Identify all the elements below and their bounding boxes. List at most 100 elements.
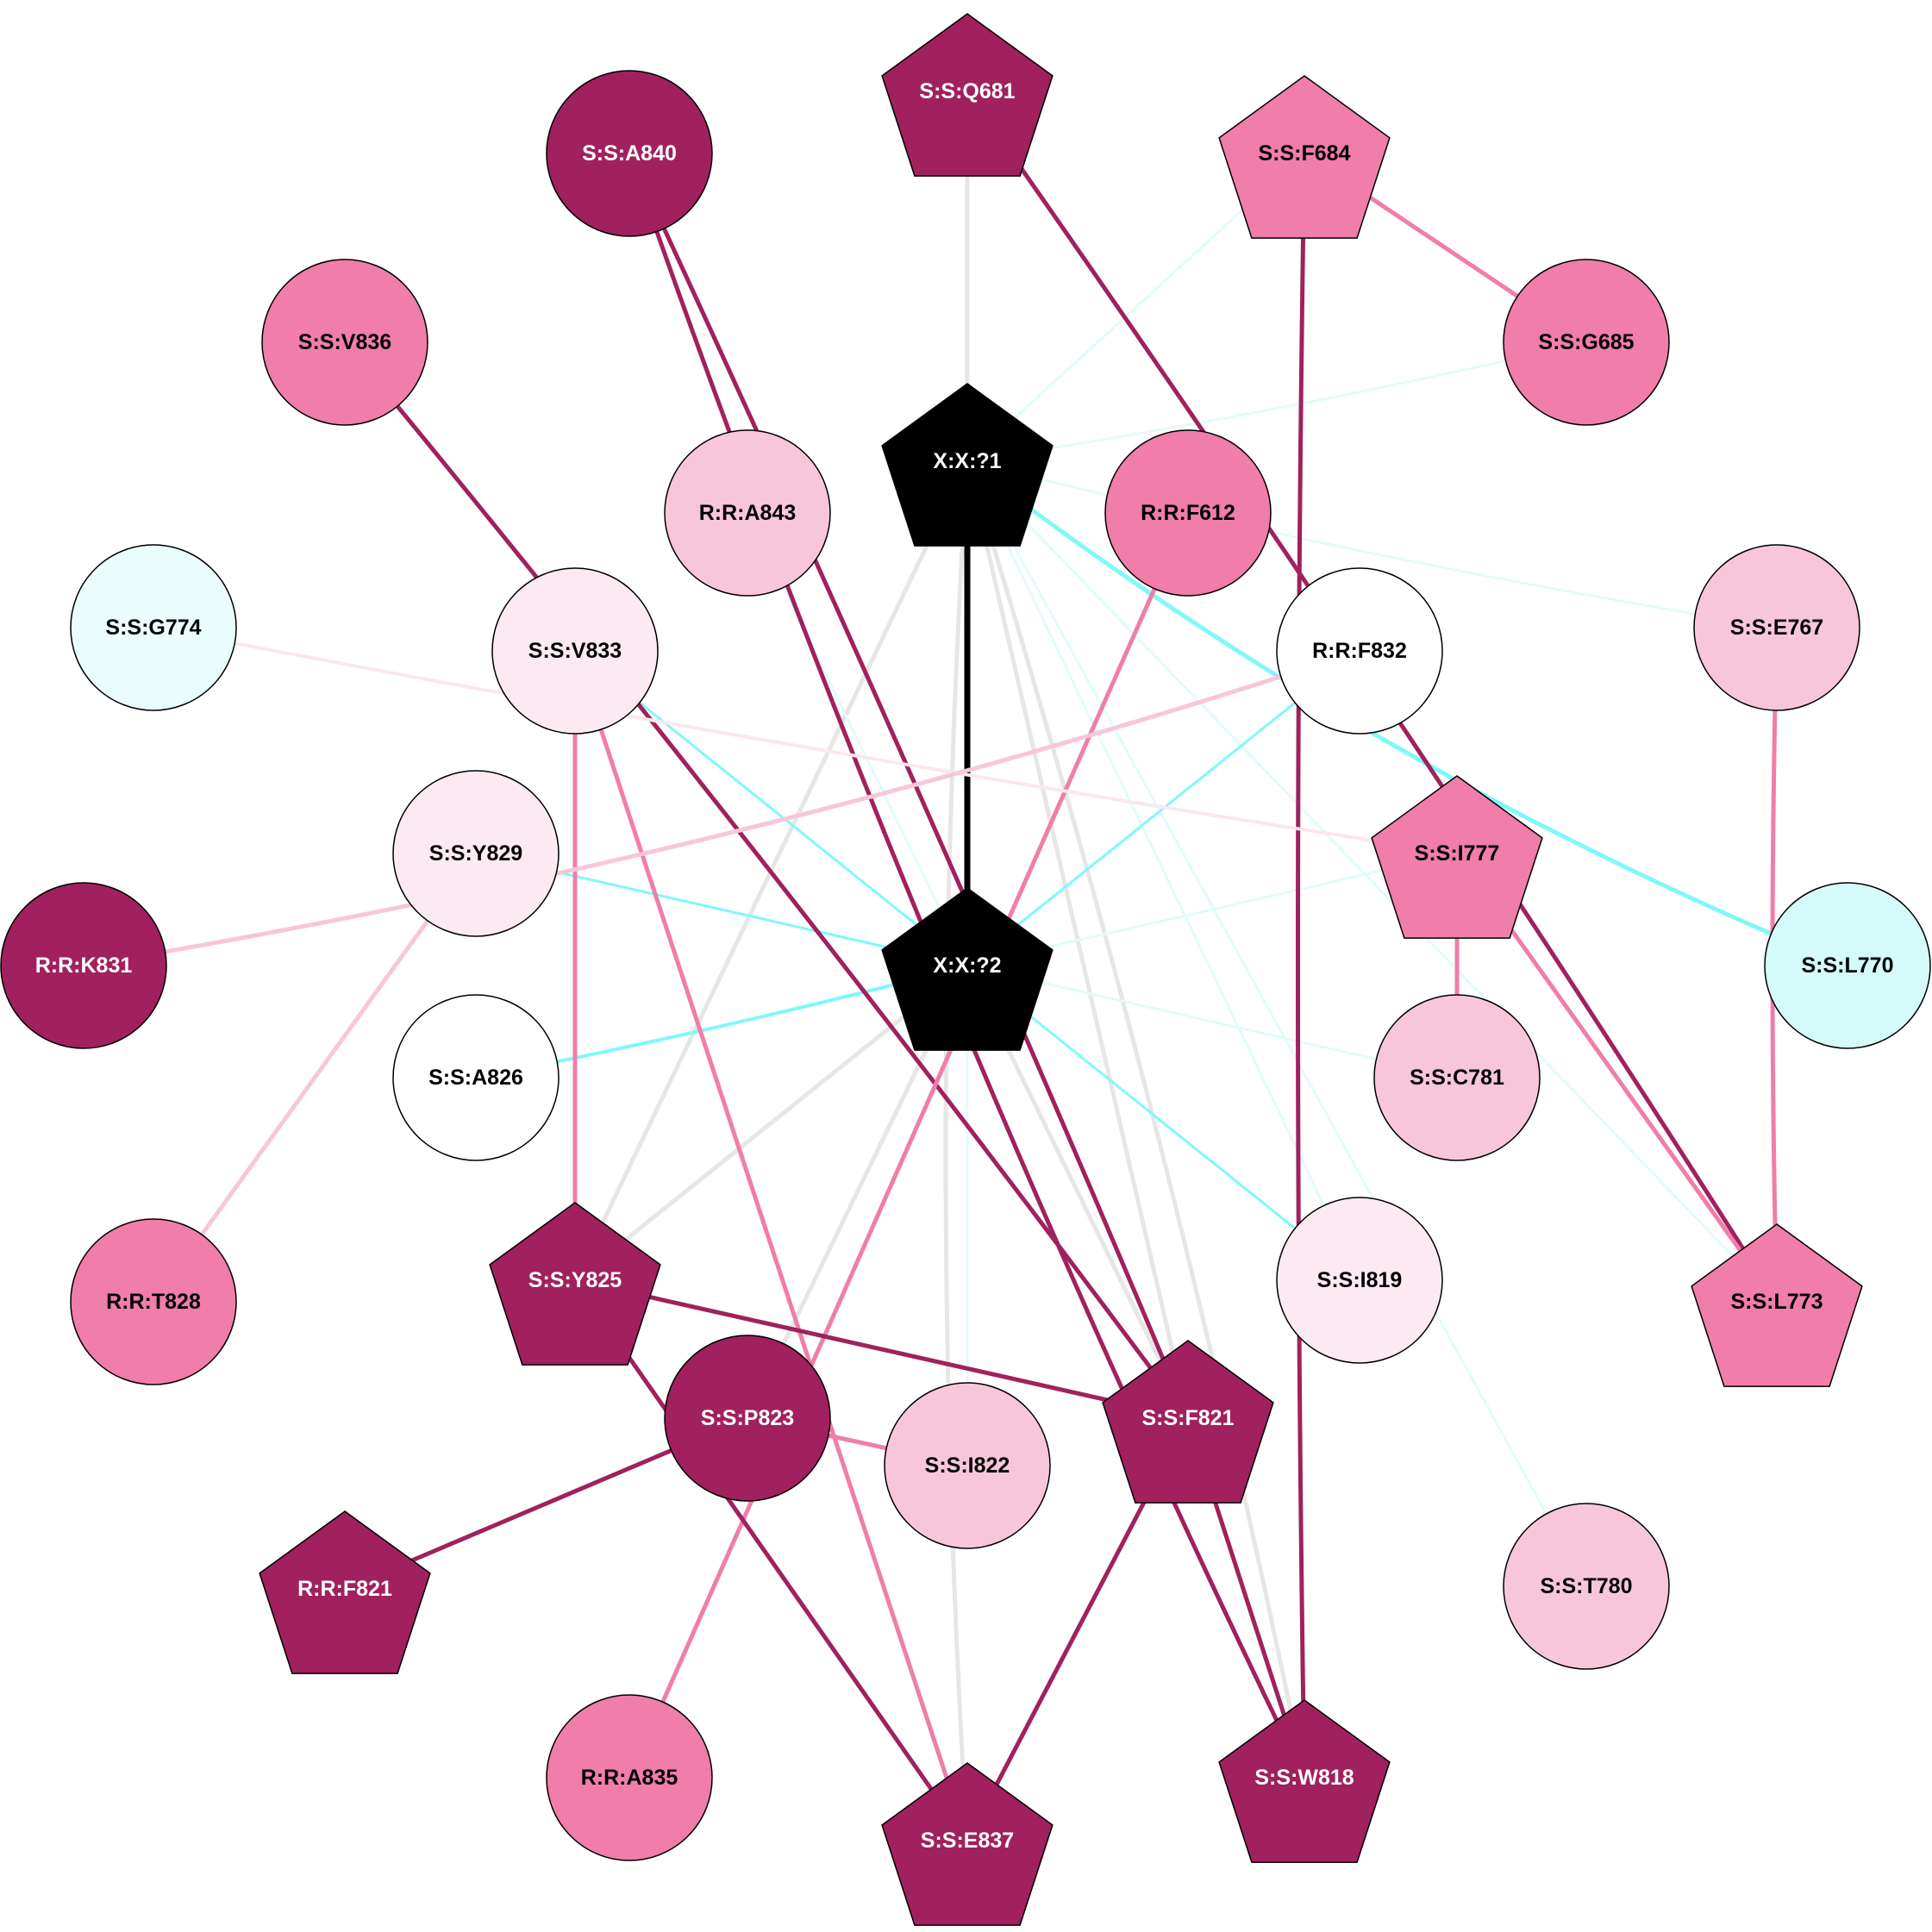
node-pentagon — [1218, 75, 1391, 239]
node-pentagon — [259, 1510, 431, 1674]
node-circle — [392, 994, 560, 1161]
node-r-r-f612: R:R:F612 — [1104, 429, 1272, 597]
node-s-s-g685: S:S:G685 — [1503, 259, 1670, 426]
node-label: S:S:I819 — [1317, 1268, 1403, 1292]
node-circle — [884, 1382, 1051, 1549]
edge-s-s-y825-to-s-s-e837 — [572, 1278, 970, 1843]
edge-s-s-y825-to-s-s-f821 — [572, 1278, 1191, 1421]
node-label: S:S:P823 — [701, 1406, 794, 1430]
node-r-r-a835: R:R:A835 — [546, 1694, 713, 1861]
node-s-s-q681: S:S:Q681 — [881, 13, 1054, 177]
node-x-x-2: X:X:?2 — [881, 887, 1054, 1051]
node-pentagon — [1102, 1340, 1274, 1504]
node-label: S:S:Y825 — [528, 1268, 622, 1292]
edge-s-s-f684-to-s-s-w818 — [1296, 151, 1307, 1780]
node-label: S:S:W818 — [1254, 1766, 1354, 1790]
node-label: S:S:L773 — [1731, 1290, 1823, 1314]
edge-r-r-f612-to-r-r-a835 — [627, 510, 1191, 1780]
node-s-s-t780: S:S:T780 — [1503, 1503, 1670, 1670]
node-label: S:S:A826 — [428, 1066, 523, 1090]
node-circle — [546, 1694, 713, 1861]
node-label: S:S:E767 — [1730, 616, 1823, 640]
node-label: R:R:A843 — [699, 501, 797, 525]
node-r-r-k831: R:R:K831 — [0, 882, 167, 1049]
node-circle — [392, 770, 560, 937]
node-s-s-v833: S:S:V833 — [491, 567, 659, 735]
node-circle — [1503, 1503, 1670, 1670]
node-s-s-v836: S:S:V836 — [261, 259, 428, 426]
node-circle — [1276, 567, 1443, 735]
node-label: S:S:Q681 — [919, 79, 1015, 103]
node-label: S:S:F684 — [1259, 141, 1351, 166]
node-label: R:R:F832 — [1312, 639, 1407, 663]
node-s-s-i777: S:S:I777 — [1371, 775, 1543, 939]
node-circle — [1104, 429, 1272, 597]
node-s-s-a826: S:S:A826 — [392, 994, 560, 1161]
node-label: S:S:I777 — [1415, 841, 1500, 866]
edge-s-s-v833-to-s-s-e837 — [572, 648, 970, 1843]
node-circle — [70, 1218, 237, 1385]
node-s-s-c781: S:S:C781 — [1373, 994, 1541, 1161]
node-circle — [1373, 994, 1541, 1161]
node-label: S:S:A840 — [582, 141, 677, 166]
node-circle — [1503, 259, 1670, 426]
node-circle — [546, 70, 713, 237]
node-circle — [491, 567, 659, 735]
edge-x-x-1-to-s-s-l770 — [965, 459, 1850, 968]
node-s-s-i822: S:S:I822 — [884, 1382, 1051, 1549]
node-x-x-1: X:X:?1 — [881, 383, 1054, 547]
node-s-s-f684: S:S:F684 — [1218, 75, 1391, 239]
node-label: S:S:V833 — [528, 639, 622, 663]
node-label: R:R:F612 — [1141, 501, 1235, 525]
node-label: S:S:E837 — [921, 1829, 1014, 1853]
node-pentagon — [1371, 775, 1543, 939]
node-circle — [1276, 1197, 1443, 1364]
node-circle — [70, 544, 237, 711]
node-pentagon — [881, 13, 1054, 177]
node-label: X:X:?1 — [933, 449, 1001, 473]
node-s-s-p823: S:S:P823 — [664, 1335, 831, 1502]
node-pentagon — [881, 383, 1054, 547]
node-s-s-g774: S:S:G774 — [70, 544, 237, 711]
node-s-s-i819: S:S:I819 — [1276, 1197, 1443, 1364]
node-label: S:S:T780 — [1541, 1574, 1633, 1598]
node-s-s-f821: S:S:F821 — [1102, 1340, 1274, 1504]
node-s-s-w818: S:S:W818 — [1218, 1699, 1391, 1863]
node-label: X:X:?2 — [933, 953, 1001, 978]
edge-s-s-v836-to-s-s-f821 — [342, 340, 1191, 1421]
node-circle — [261, 259, 428, 426]
node-label: S:S:C781 — [1410, 1066, 1504, 1090]
node-label: R:R:K831 — [35, 953, 133, 978]
edge-x-x-1-to-s-s-g685 — [966, 341, 1588, 463]
node-s-s-e767: S:S:E767 — [1693, 544, 1860, 711]
node-r-r-t828: R:R:T828 — [70, 1218, 237, 1385]
node-pentagon — [1218, 1699, 1391, 1863]
node-label: S:S:Y829 — [429, 841, 522, 866]
node-s-s-l773: S:S:L773 — [1691, 1223, 1863, 1387]
node-circle — [664, 429, 831, 597]
node-s-s-y825: S:S:Y825 — [489, 1202, 661, 1366]
node-pentagon — [881, 887, 1054, 1051]
node-label: S:S:F821 — [1142, 1406, 1235, 1430]
node-r-r-f832: R:R:F832 — [1276, 567, 1443, 735]
edge-x-x-1-to-s-s-l773 — [966, 460, 1779, 1304]
node-label: S:S:I822 — [925, 1454, 1010, 1478]
node-s-s-e837: S:S:E837 — [881, 1762, 1054, 1926]
node-r-r-a843: R:R:A843 — [664, 429, 831, 597]
node-r-r-f821: R:R:F821 — [259, 1510, 431, 1674]
edge-r-r-f832-to-r-r-k831 — [81, 648, 1362, 968]
node-label: S:S:G774 — [105, 616, 201, 640]
node-circle — [1693, 544, 1860, 711]
edge-x-x-1-to-s-s-e837 — [943, 459, 970, 1843]
node-label: S:S:G685 — [1538, 330, 1634, 354]
edge-x-x-1-to-s-s-e767 — [966, 460, 1779, 629]
edge-s-s-g774-to-s-s-i777 — [152, 626, 1459, 855]
node-circle — [1764, 882, 1931, 1049]
node-s-s-l770: S:S:L770 — [1764, 882, 1931, 1049]
node-s-s-y829: S:S:Y829 — [392, 770, 560, 937]
node-pentagon — [489, 1202, 661, 1366]
node-label: S:S:V836 — [298, 330, 391, 354]
node-circle — [664, 1335, 831, 1502]
node-s-s-a840: S:S:A840 — [546, 70, 713, 237]
